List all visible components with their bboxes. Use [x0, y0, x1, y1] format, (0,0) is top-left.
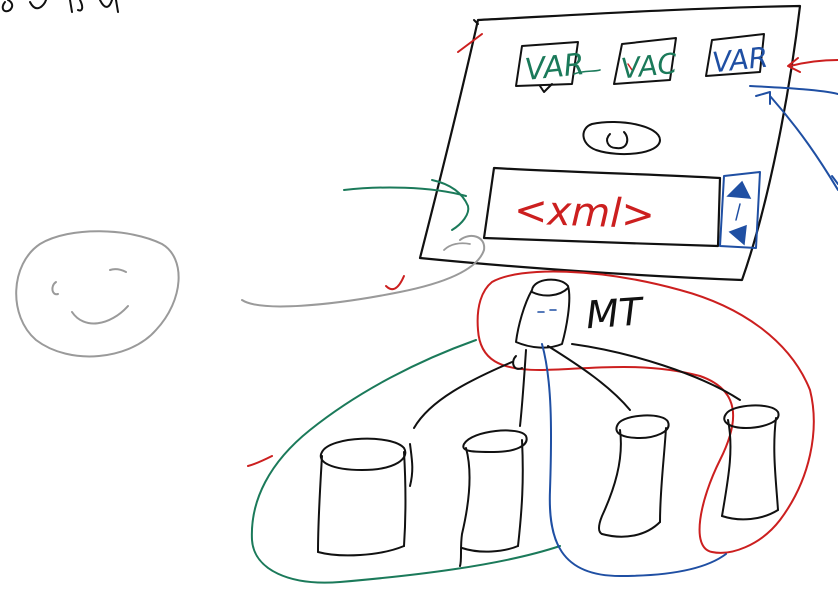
cylinder-4	[721, 404, 780, 521]
cylinder-2	[459, 429, 528, 567]
xml-box	[482, 166, 722, 248]
var-box-2	[613, 37, 677, 85]
cylinder-1	[317, 437, 414, 557]
mt-cylinder	[515, 278, 571, 349]
xml-label: <xml>	[513, 187, 655, 238]
top-left-scribbles	[1, 0, 119, 13]
var-label-1: VAR	[523, 47, 586, 88]
cylinder-3	[598, 414, 670, 538]
blue-scrollbar	[719, 171, 761, 249]
gray-connector	[241, 234, 486, 308]
red-loop	[476, 270, 815, 554]
blue-arrow	[755, 91, 838, 191]
connection-lines	[413, 343, 741, 429]
var-box-1	[515, 41, 601, 93]
oval-shape	[582, 121, 661, 156]
smiley-face	[15, 230, 180, 358]
server-box	[418, 4, 802, 282]
green-loop	[250, 339, 561, 584]
mt-label: MT	[585, 289, 647, 337]
var-box-3	[705, 33, 765, 77]
var-label-2: VAC	[619, 47, 679, 86]
blue-line	[541, 343, 727, 577]
red-arrow-right	[787, 57, 838, 73]
var-label-3: VAR	[711, 41, 770, 80]
green-arrow	[343, 179, 470, 231]
red-tick-top	[457, 33, 483, 53]
